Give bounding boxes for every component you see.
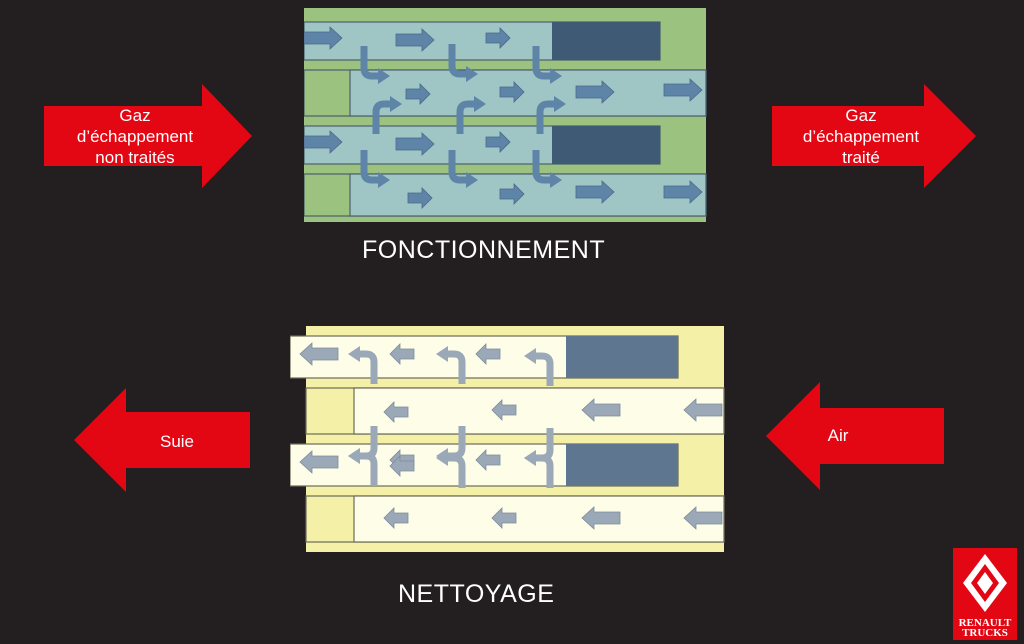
outlet-gas-arrow: [772, 84, 976, 188]
cleaning-filter-diagram: [290, 326, 725, 552]
inlet-gas-arrow: [44, 84, 252, 188]
renault-trucks-logo: RENAULT TRUCKS: [953, 548, 1017, 640]
logo-line2: TRUCKS: [962, 627, 1008, 639]
outlet-gas-label: Gaz d’échappement traité: [802, 105, 920, 167]
air-arrow: [766, 382, 944, 490]
inlet-gas-label: Gaz d’échappement non traités: [76, 105, 194, 167]
air-label: Air: [827, 425, 849, 445]
soot-label: Suie: [159, 431, 195, 451]
cleaning-title: NETTOYAGE: [398, 580, 555, 608]
operation-title: FONCTIONNEMENT: [362, 236, 606, 264]
soot-arrow: [74, 388, 250, 492]
operation-filter-diagram: [304, 8, 707, 222]
renault-diamond-icon: [963, 554, 1007, 612]
logo-line1: RENAULT: [958, 617, 1012, 629]
